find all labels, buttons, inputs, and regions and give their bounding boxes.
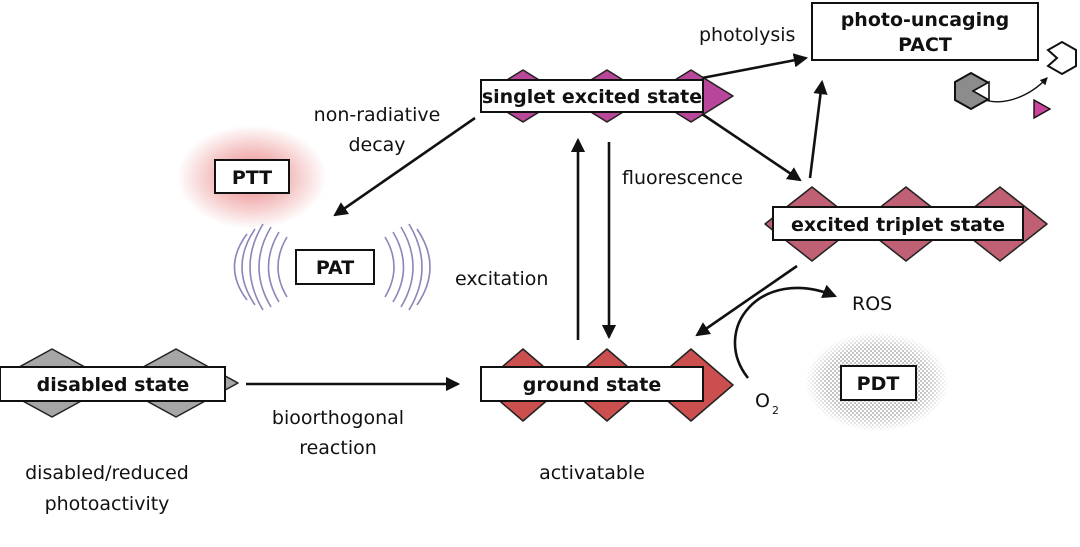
pdt-box: PDT: [840, 365, 917, 401]
ground-state-box: ground state: [480, 366, 704, 402]
bioorthogonal-label-line2: reaction: [299, 437, 377, 459]
oxygen-label: O: [755, 390, 770, 412]
bioorthogonal-label-line1: bioorthogonal: [272, 407, 404, 429]
pact-line2: PACT: [898, 34, 952, 56]
arrows: [246, 53, 1048, 392]
nonradiative-label-line2: decay: [348, 134, 405, 156]
singlet-state-label: singlet excited state: [482, 86, 702, 108]
pat-label: PAT: [316, 257, 354, 279]
oxygen-subscript: 2: [772, 404, 779, 417]
pdt-label: PDT: [857, 373, 900, 395]
released-cargo-icon: [1033, 98, 1052, 120]
nonradiative-label-line1: non-radiative: [314, 104, 441, 126]
photolysis-label: photolysis: [699, 24, 795, 46]
fluorescence-label: fluorescence: [622, 167, 743, 189]
intersystem-crossing-arrow: [701, 112, 802, 182]
pat-box: PAT: [295, 249, 375, 285]
uncaging-curved-arrow: [984, 77, 1048, 103]
uncaging-illustration: [954, 40, 1077, 120]
caged-molecule-icon: [954, 71, 988, 111]
pact-box: photo-uncaging PACT: [811, 2, 1039, 61]
triplet-state-label: excited triplet state: [791, 214, 1005, 236]
ground-state-label: ground state: [523, 374, 661, 396]
ros-curved-arrow: [733, 284, 837, 379]
disabled-caption-line2: photoactivity: [45, 493, 170, 515]
nonradiative-decay-arrow: [333, 116, 476, 217]
pact-line1: photo-uncaging: [841, 9, 1010, 31]
ros-label: ROS: [852, 293, 892, 315]
activatable-caption: activatable: [539, 462, 645, 484]
triplet-state-box: excited triplet state: [772, 206, 1024, 241]
excitation-label: excitation: [455, 268, 548, 290]
empty-cage-icon: [1046, 40, 1077, 76]
ptt-box: PTT: [214, 159, 290, 194]
disabled-caption-line1: disabled/reduced: [25, 462, 189, 484]
triplet-to-pact-arrow: [808, 79, 828, 179]
pat-sound-waves: [233, 223, 431, 311]
triplet-to-ground-arrow: [695, 264, 798, 337]
singlet-state-box: singlet excited state: [480, 79, 704, 113]
cargo-in-cage-icon: [971, 80, 990, 102]
ptt-label: PTT: [232, 167, 272, 189]
disabled-state-box: disabled state: [0, 366, 226, 402]
disabled-state-label: disabled state: [37, 374, 190, 396]
photolysis-arrow: [701, 53, 809, 80]
